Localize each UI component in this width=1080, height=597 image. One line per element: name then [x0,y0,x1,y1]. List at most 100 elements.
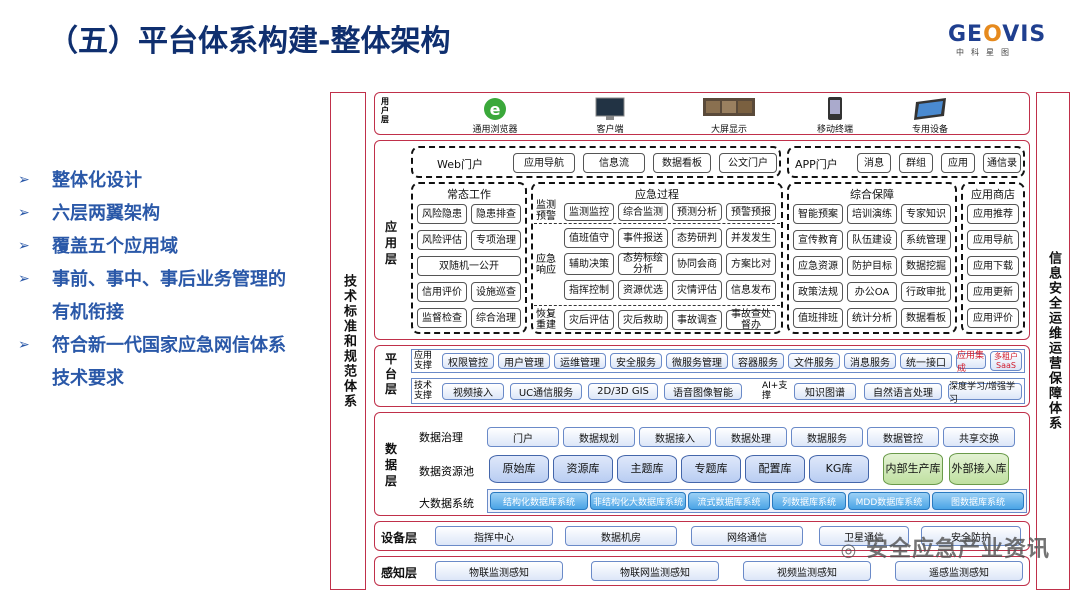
store-item[interactable]: 应用下载 [967,256,1019,276]
emergency-item[interactable]: 协同会商 [672,253,722,275]
bigdata-item[interactable]: 图数据库系统 [932,492,1024,510]
support-item[interactable]: 队伍建设 [847,230,897,250]
sense-item[interactable]: 物联监测感知 [435,561,563,581]
support-item[interactable]: 培训演练 [847,204,897,224]
routine-item[interactable]: 综合治理 [471,308,521,328]
platform-item[interactable]: UC通信服务 [510,383,582,400]
database-cylinder[interactable]: 资源库 [553,455,613,483]
emergency-item[interactable]: 值班值守 [564,228,614,248]
emergency-item[interactable]: 事件报送 [618,228,668,248]
routine-item[interactable]: 风险隐患 [417,204,467,224]
bigdata-item[interactable]: 流式数据库系统 [688,492,770,510]
platform-item[interactable]: 2D/3D GIS [588,383,658,400]
data-item[interactable]: 数据服务 [791,427,863,447]
data-item[interactable]: 数据接入 [639,427,711,447]
support-item[interactable]: 数据挖掘 [901,256,951,276]
support-item[interactable]: 值班排班 [793,308,843,328]
support-item[interactable]: 统计分析 [847,308,897,328]
store-item[interactable]: 应用评价 [967,308,1019,328]
support-item[interactable]: 应急资源 [793,256,843,276]
support-item[interactable]: 专家知识 [901,204,951,224]
store-item[interactable]: 应用更新 [967,282,1019,302]
device-item[interactable]: 安全防护 [921,526,1021,546]
data-item[interactable]: 数据管控 [867,427,939,447]
emergency-item[interactable]: 资源优选 [618,280,668,300]
emergency-item[interactable]: 灾后评估 [564,310,614,330]
platform-item[interactable]: 知识图谱 [794,383,856,400]
emergency-item[interactable]: 灾后救助 [618,310,668,330]
emergency-item[interactable]: 事故调查 [672,310,722,330]
emergency-item[interactable]: 预警预报 [726,203,776,221]
platform-item[interactable]: 文件服务 [788,353,840,369]
sense-item[interactable]: 视频监测感知 [743,561,871,581]
routine-item[interactable]: 风险评估 [417,230,467,250]
emergency-item[interactable]: 态势标绘分析 [618,253,668,275]
data-item[interactable]: 共享交换 [943,427,1015,447]
support-item[interactable]: 数据看板 [901,308,951,328]
database-cylinder[interactable]: 原始库 [489,455,549,483]
emergency-item[interactable]: 指挥控制 [564,280,614,300]
device-item[interactable]: 卫星通信 [819,526,909,546]
device-item[interactable]: 网络通信 [691,526,803,546]
database-cylinder[interactable]: 配置库 [745,455,805,483]
database-cylinder[interactable]: 专题库 [681,455,741,483]
routine-item[interactable]: 监督检查 [417,308,467,328]
emergency-item[interactable]: 辅助决策 [564,253,614,275]
data-item[interactable]: 数据处理 [715,427,787,447]
database-cylinder[interactable]: KG库 [809,455,869,483]
data-item[interactable]: 数据规划 [563,427,635,447]
platform-item[interactable]: 视频接入 [442,383,504,400]
bigdata-item[interactable]: 结构化数据库系统 [490,492,588,510]
multitenant-saas-item[interactable]: 多租户SaaS [990,351,1022,371]
platform-item[interactable]: 容器服务 [732,353,784,369]
info-stream-box[interactable]: 信息流 [583,153,645,173]
bigdata-item[interactable]: 非结构化大数据库系统 [590,492,686,510]
store-item[interactable]: 应用导航 [967,230,1019,250]
routine-item[interactable]: 信用评价 [417,282,467,302]
device-item[interactable]: 指挥中心 [435,526,553,546]
sense-item[interactable]: 物联网监测感知 [591,561,719,581]
platform-item[interactable]: 运维管理 [554,353,606,369]
emergency-item[interactable]: 监测监控 [564,203,614,221]
emergency-item[interactable]: 方案比对 [726,253,776,275]
platform-item[interactable]: 统一接口 [900,353,952,369]
platform-item[interactable]: 自然语言处理 [864,383,942,400]
document-portal-box[interactable]: 公文门户 [719,153,777,173]
support-item[interactable]: 办公OA [847,282,897,302]
emergency-item[interactable]: 预测分析 [672,203,722,221]
support-item[interactable]: 政策法规 [793,282,843,302]
routine-item[interactable]: 隐患排查 [471,204,521,224]
routine-item[interactable]: 设施巡查 [471,282,521,302]
routine-item[interactable]: 专项治理 [471,230,521,250]
group-box[interactable]: 群组 [899,153,933,173]
contacts-box[interactable]: 通信录 [983,153,1021,173]
support-item[interactable]: 智能预案 [793,204,843,224]
platform-item[interactable]: 安全服务 [610,353,662,369]
emergency-item[interactable]: 并发发生 [726,228,776,248]
app-navigation-box[interactable]: 应用导航 [513,153,575,173]
app-integration-item[interactable]: 应用集成 [956,351,986,374]
bigdata-item[interactable]: MDD数据库系统 [848,492,930,510]
internal-db-cylinder[interactable]: 内部生产库 [883,453,943,485]
device-item[interactable]: 数据机房 [565,526,677,546]
external-db-cylinder[interactable]: 外部接入库 [949,453,1009,485]
support-item[interactable]: 系统管理 [901,230,951,250]
support-item[interactable]: 防护目标 [847,256,897,276]
bigdata-item[interactable]: 列数据库系统 [772,492,846,510]
store-item[interactable]: 应用推荐 [967,204,1019,224]
emergency-item[interactable]: 灾情评估 [672,280,722,300]
platform-item[interactable]: 消息服务 [844,353,896,369]
platform-item[interactable]: 用户管理 [498,353,550,369]
application-box[interactable]: 应用 [941,153,975,173]
platform-item[interactable]: 深度学习/增强学习 [948,382,1022,405]
routine-item-wide[interactable]: 双随机一公开 [417,256,521,276]
platform-item[interactable]: 微服务管理 [666,353,728,369]
platform-item[interactable]: 语音图像智能 [664,383,742,400]
emergency-item[interactable]: 事故查处督办 [726,309,776,331]
sense-item[interactable]: 遥感监测感知 [895,561,1023,581]
emergency-item[interactable]: 信息发布 [726,280,776,300]
platform-item[interactable]: 权限管控 [442,353,494,369]
emergency-item[interactable]: 综合监测 [618,203,668,221]
data-item[interactable]: 门户 [487,427,559,447]
message-box[interactable]: 消息 [857,153,891,173]
